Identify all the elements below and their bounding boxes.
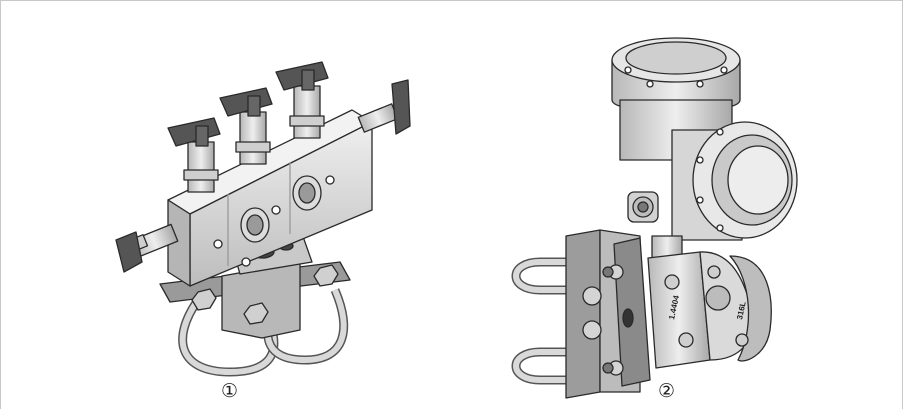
transmitter-assembly <box>511 37 798 399</box>
valve-stem-1 <box>167 117 221 193</box>
manifold-assembly <box>115 61 411 377</box>
callout-1: ① <box>221 380 239 402</box>
marking-2: 316L <box>735 301 748 321</box>
valve-handle-left <box>115 223 179 273</box>
bracket-bolts <box>582 264 624 376</box>
bracket-nuts <box>191 264 339 325</box>
display-cover <box>671 121 798 241</box>
valve-stem-3 <box>275 61 329 139</box>
sensor-flange <box>647 251 772 369</box>
manifold-block <box>167 109 373 287</box>
cable-gland <box>627 191 659 223</box>
callout-2: ② <box>658 380 676 402</box>
valve-stem-2 <box>219 87 273 165</box>
valve-handle-right <box>357 79 411 135</box>
